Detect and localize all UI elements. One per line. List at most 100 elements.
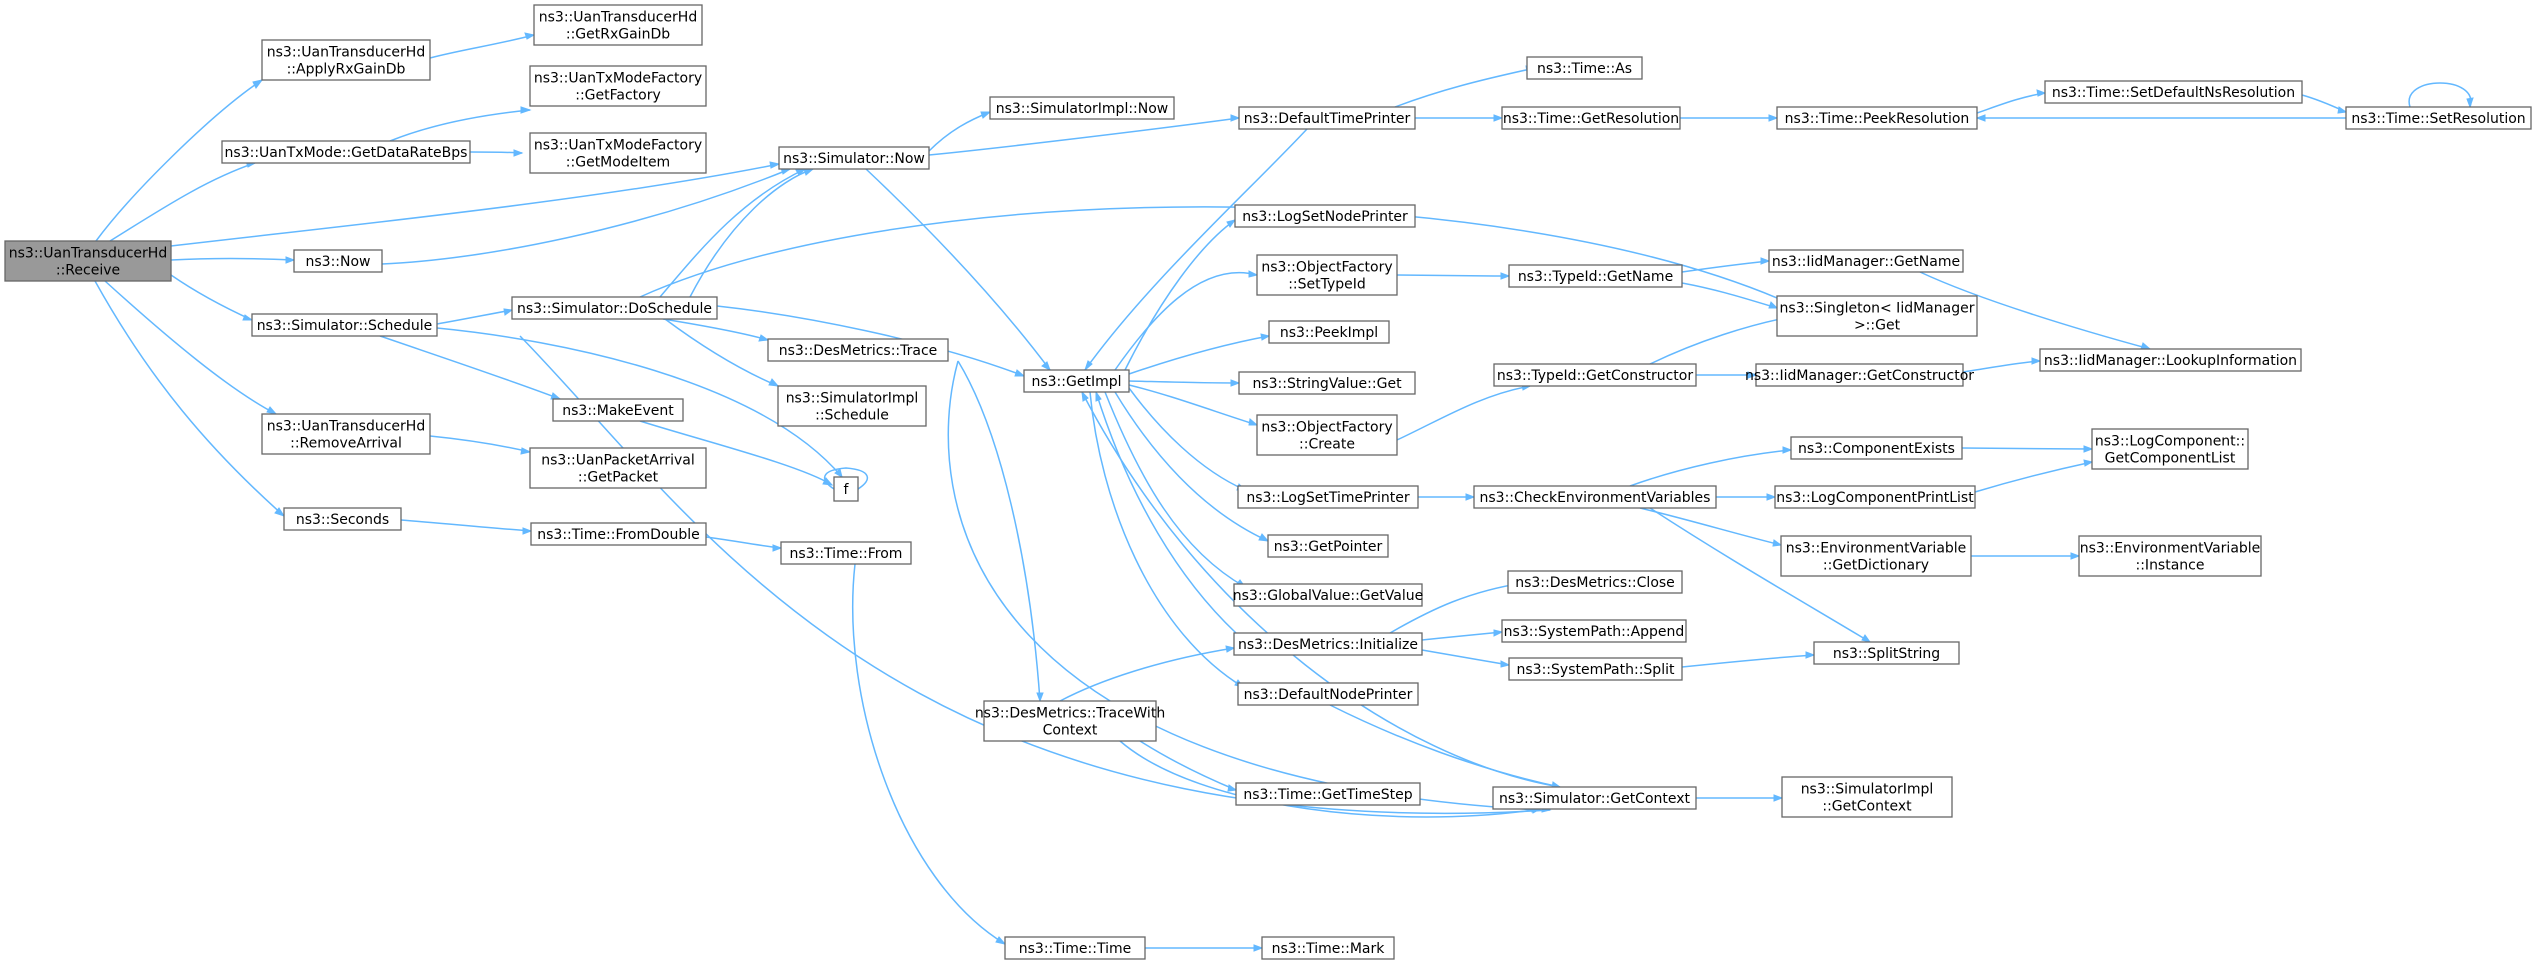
node-box[interactable]: [1774, 485, 1976, 509]
node-box[interactable]: [251, 313, 438, 337]
graph-node-get-pointer[interactable]: ns3::GetPointer: [1267, 534, 1389, 558]
node-box[interactable]: [2091, 428, 2249, 470]
graph-node-get-data-rate-bps[interactable]: ns3::UanTxMode::GetDataRateBps: [221, 140, 471, 164]
node-box[interactable]: [1237, 485, 1419, 509]
node-box[interactable]: [1267, 534, 1389, 558]
node-box[interactable]: [1526, 56, 1643, 80]
graph-node-factory-create[interactable]: ns3::ObjectFactory::Create: [1256, 414, 1398, 456]
graph-node-do-schedule[interactable]: ns3::Simulator::DoSchedule: [511, 296, 718, 320]
graph-node-time-time[interactable]: ns3::Time::Time: [1004, 936, 1146, 960]
node-box[interactable]: [1261, 936, 1395, 960]
graph-node-get-time-step[interactable]: ns3::Time::GetTimeStep: [1235, 782, 1421, 806]
graph-node-string-value-get[interactable]: ns3::StringValue::Get: [1238, 371, 1416, 395]
graph-node-sim-impl-now[interactable]: ns3::SimulatorImpl::Now: [989, 96, 1175, 120]
node-box[interactable]: [1235, 782, 1421, 806]
graph-node-des-close[interactable]: ns3::DesMetrics::Close: [1507, 570, 1683, 594]
node-box[interactable]: [833, 476, 859, 502]
node-box[interactable]: [552, 398, 684, 422]
node-box[interactable]: [1790, 436, 1963, 460]
node-box[interactable]: [1508, 264, 1683, 288]
graph-node-default-node-printer[interactable]: ns3::DefaultNodePrinter: [1237, 682, 1419, 706]
node-box[interactable]: [1233, 632, 1423, 656]
graph-node-log-set-node-printer[interactable]: ns3::LogSetNodePrinter: [1234, 204, 1416, 228]
graph-node-from-double[interactable]: ns3::Time::FromDouble: [530, 522, 707, 546]
node-box[interactable]: [1768, 249, 1964, 273]
graph-node-des-initialize[interactable]: ns3::DesMetrics::Initialize: [1233, 632, 1423, 656]
node-box[interactable]: [1755, 363, 1964, 387]
node-box[interactable]: [780, 541, 912, 565]
node-box[interactable]: [1237, 682, 1419, 706]
node-box[interactable]: [2078, 535, 2262, 577]
graph-node-type-id-get-constructor[interactable]: ns3::TypeId::GetConstructor: [1493, 363, 1697, 387]
graph-node-des-trace[interactable]: ns3::DesMetrics::Trace: [767, 338, 949, 362]
graph-node-time-from[interactable]: ns3::Time::From: [780, 541, 912, 565]
node-box[interactable]: [293, 249, 383, 273]
node-box[interactable]: [283, 507, 402, 531]
graph-node-set-resolution[interactable]: ns3::Time::SetResolution: [2345, 106, 2532, 130]
graph-node-receive[interactable]: ns3::UanTransducerHd::Receive: [4, 240, 172, 282]
graph-node-get-dictionary[interactable]: ns3::EnvironmentVariable::GetDictionary: [1780, 535, 1972, 577]
node-box[interactable]: [2044, 80, 2303, 104]
node-box[interactable]: [1238, 371, 1416, 395]
graph-node-seconds[interactable]: ns3::Seconds: [283, 507, 402, 531]
node-box[interactable]: [1507, 570, 1683, 594]
graph-node-check-env-vars[interactable]: ns3::CheckEnvironmentVariables: [1473, 485, 1717, 509]
node-box[interactable]: [1023, 369, 1130, 393]
node-box[interactable]: [1238, 106, 1416, 130]
node-box[interactable]: [511, 296, 718, 320]
node-box[interactable]: [1501, 619, 1687, 643]
node-box[interactable]: [778, 146, 930, 170]
node-box[interactable]: [1776, 295, 1978, 337]
graph-node-make-event[interactable]: ns3::MakeEvent: [552, 398, 684, 422]
node-box[interactable]: [533, 4, 703, 46]
graph-node-set-default-ns-res[interactable]: ns3::Time::SetDefaultNsResolution: [2044, 80, 2303, 104]
graph-node-log-set-time-printer[interactable]: ns3::LogSetTimePrinter: [1237, 485, 1419, 509]
graph-node-remove-arrival[interactable]: ns3::UanTransducerHd::RemoveArrival: [261, 413, 431, 455]
node-box[interactable]: [767, 338, 949, 362]
node-box[interactable]: [1234, 204, 1416, 228]
node-box[interactable]: [1256, 414, 1398, 456]
node-box[interactable]: [4, 240, 172, 282]
node-box[interactable]: [1004, 936, 1146, 960]
graph-node-iid-get-constructor[interactable]: ns3::IidManager::GetConstructor: [1745, 363, 1974, 387]
graph-node-now[interactable]: ns3::Now: [293, 249, 383, 273]
graph-node-get-component-list[interactable]: ns3::LogComponent::GetComponentList: [2091, 428, 2249, 470]
node-box[interactable]: [1780, 535, 1972, 577]
node-box[interactable]: [1781, 776, 1953, 818]
graph-node-global-value-get[interactable]: ns3::GlobalValue::GetValue: [1233, 583, 1423, 607]
graph-node-lookup-information[interactable]: ns3::IidManager::LookupInformation: [2039, 348, 2302, 372]
graph-node-env-instance[interactable]: ns3::EnvironmentVariable::Instance: [2078, 535, 2262, 577]
node-box[interactable]: [221, 140, 471, 164]
node-box[interactable]: [529, 65, 707, 107]
graph-node-system-path-split[interactable]: ns3::SystemPath::Split: [1508, 657, 1683, 681]
node-box[interactable]: [1501, 106, 1681, 130]
graph-node-time-as[interactable]: ns3::Time::As: [1526, 56, 1643, 80]
graph-node-split-string[interactable]: ns3::SplitString: [1813, 641, 1960, 665]
node-box[interactable]: [261, 413, 431, 455]
graph-node-sim-impl-schedule[interactable]: ns3::SimulatorImpl::Schedule: [777, 385, 927, 427]
graph-node-sim-get-context[interactable]: ns3::Simulator::GetContext: [1492, 786, 1697, 810]
node-box[interactable]: [1813, 641, 1960, 665]
graph-node-sim-now[interactable]: ns3::Simulator::Now: [778, 146, 930, 170]
graph-node-get-rx-gain-db[interactable]: ns3::UanTransducerHd::GetRxGainDb: [533, 4, 703, 46]
graph-node-type-id-get-name[interactable]: ns3::TypeId::GetName: [1508, 264, 1683, 288]
graph-node-get-resolution[interactable]: ns3::Time::GetResolution: [1501, 106, 1681, 130]
node-box[interactable]: [529, 447, 707, 489]
graph-node-singleton-get[interactable]: ns3::Singleton< IidManager >::Get: [1776, 295, 1978, 337]
node-box[interactable]: [529, 132, 707, 174]
node-box[interactable]: [1508, 657, 1683, 681]
node-box[interactable]: [777, 385, 927, 427]
graph-node-sim-impl-get-context[interactable]: ns3::SimulatorImpl::GetContext: [1781, 776, 1953, 818]
graph-node-f[interactable]: f: [833, 476, 859, 502]
graph-node-set-type-id[interactable]: ns3::ObjectFactory::SetTypeId: [1256, 254, 1398, 296]
graph-node-get-packet[interactable]: ns3::UanPacketArrival::GetPacket: [529, 447, 707, 489]
node-box[interactable]: [261, 39, 431, 81]
node-box[interactable]: [1233, 583, 1423, 607]
node-box[interactable]: [1473, 485, 1717, 509]
node-box[interactable]: [1492, 786, 1697, 810]
graph-node-system-path-append[interactable]: ns3::SystemPath::Append: [1501, 619, 1687, 643]
graph-node-get-factory[interactable]: ns3::UanTxModeFactory::GetFactory: [529, 65, 707, 107]
node-box[interactable]: [989, 96, 1175, 120]
node-box[interactable]: [2345, 106, 2532, 130]
